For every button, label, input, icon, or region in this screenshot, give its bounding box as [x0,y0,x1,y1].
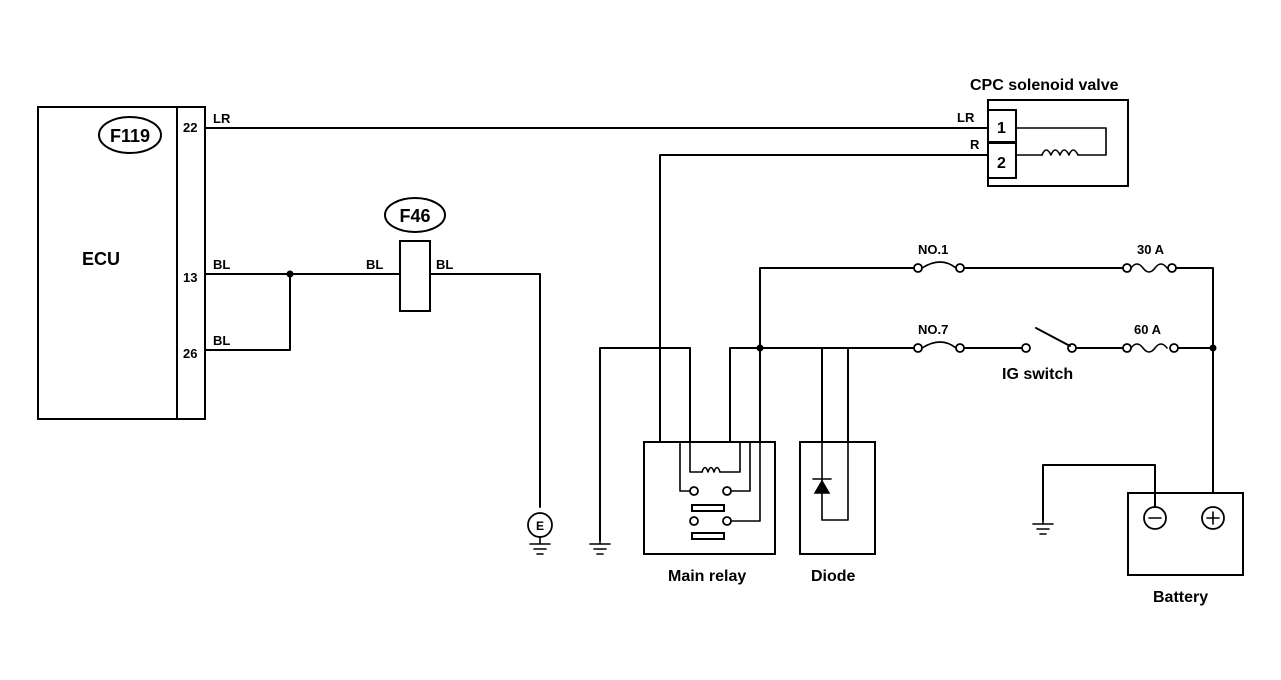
main-relay-label: Main relay [668,568,746,585]
battery-label: Battery [1153,589,1208,606]
connector-f119-label: F119 [110,126,150,146]
fuse-30a-label: 30 A [1137,242,1165,257]
connector-f46: F46 [384,197,446,312]
fuse-no7 [913,341,965,353]
wire-label-r-valve: R [970,137,980,152]
wire-label-bl-13: BL [213,257,230,272]
ground-e: E [527,512,553,555]
ground-battery [1032,519,1054,535]
cpc-valve-pin-2: 2 [997,155,1006,172]
ecu-pin-13: 13 [183,270,197,285]
diode-symbol-icon [813,479,831,494]
ecu-unit: ECU F119 22 13 26 [37,106,206,420]
ig-switch-label: IG switch [1002,366,1073,383]
ecu-pin-22: 22 [183,120,197,135]
fuse-no1 [913,261,965,273]
wire-label-lr-valve: LR [957,110,975,125]
ground-e-label: E [536,519,544,533]
connector-f46-badge [384,197,446,233]
wire-label-bl-26: BL [213,333,230,348]
diode-unit [799,441,876,555]
connector-f46-label: F46 [399,206,430,226]
ecu-pin-26: 26 [183,346,197,361]
wire-label-lr-ecu: LR [213,111,231,126]
fuse-60a [1122,343,1179,353]
relay-coil-icon [701,466,721,473]
connector-f119-badge [98,116,162,154]
relay-supply-wires [599,267,919,541]
diode-label: Diode [811,568,856,585]
ecu-label: ECU [82,249,120,269]
fuse-no7-label: NO.7 [918,322,948,337]
main-relay [643,441,776,555]
fuse-60a-label: 60 A [1134,322,1162,337]
fuse-30a [1122,263,1177,273]
battery-unit [1042,464,1244,576]
wire-label-bl-f46-in: BL [366,257,383,272]
ground-relay [589,539,611,555]
wire-label-bl-f46-out: BL [436,257,453,272]
fuse-no1-label: NO.1 [918,242,948,257]
ecu-wires [204,127,989,508]
solenoid-coil-icon [1041,149,1079,156]
cpc-valve-pin-1: 1 [997,120,1006,137]
cpc-valve-title: CPC solenoid valve [970,77,1119,94]
ig-switch [1021,327,1077,353]
cpc-solenoid-valve: CPC solenoid valve 1 2 [970,77,1129,187]
